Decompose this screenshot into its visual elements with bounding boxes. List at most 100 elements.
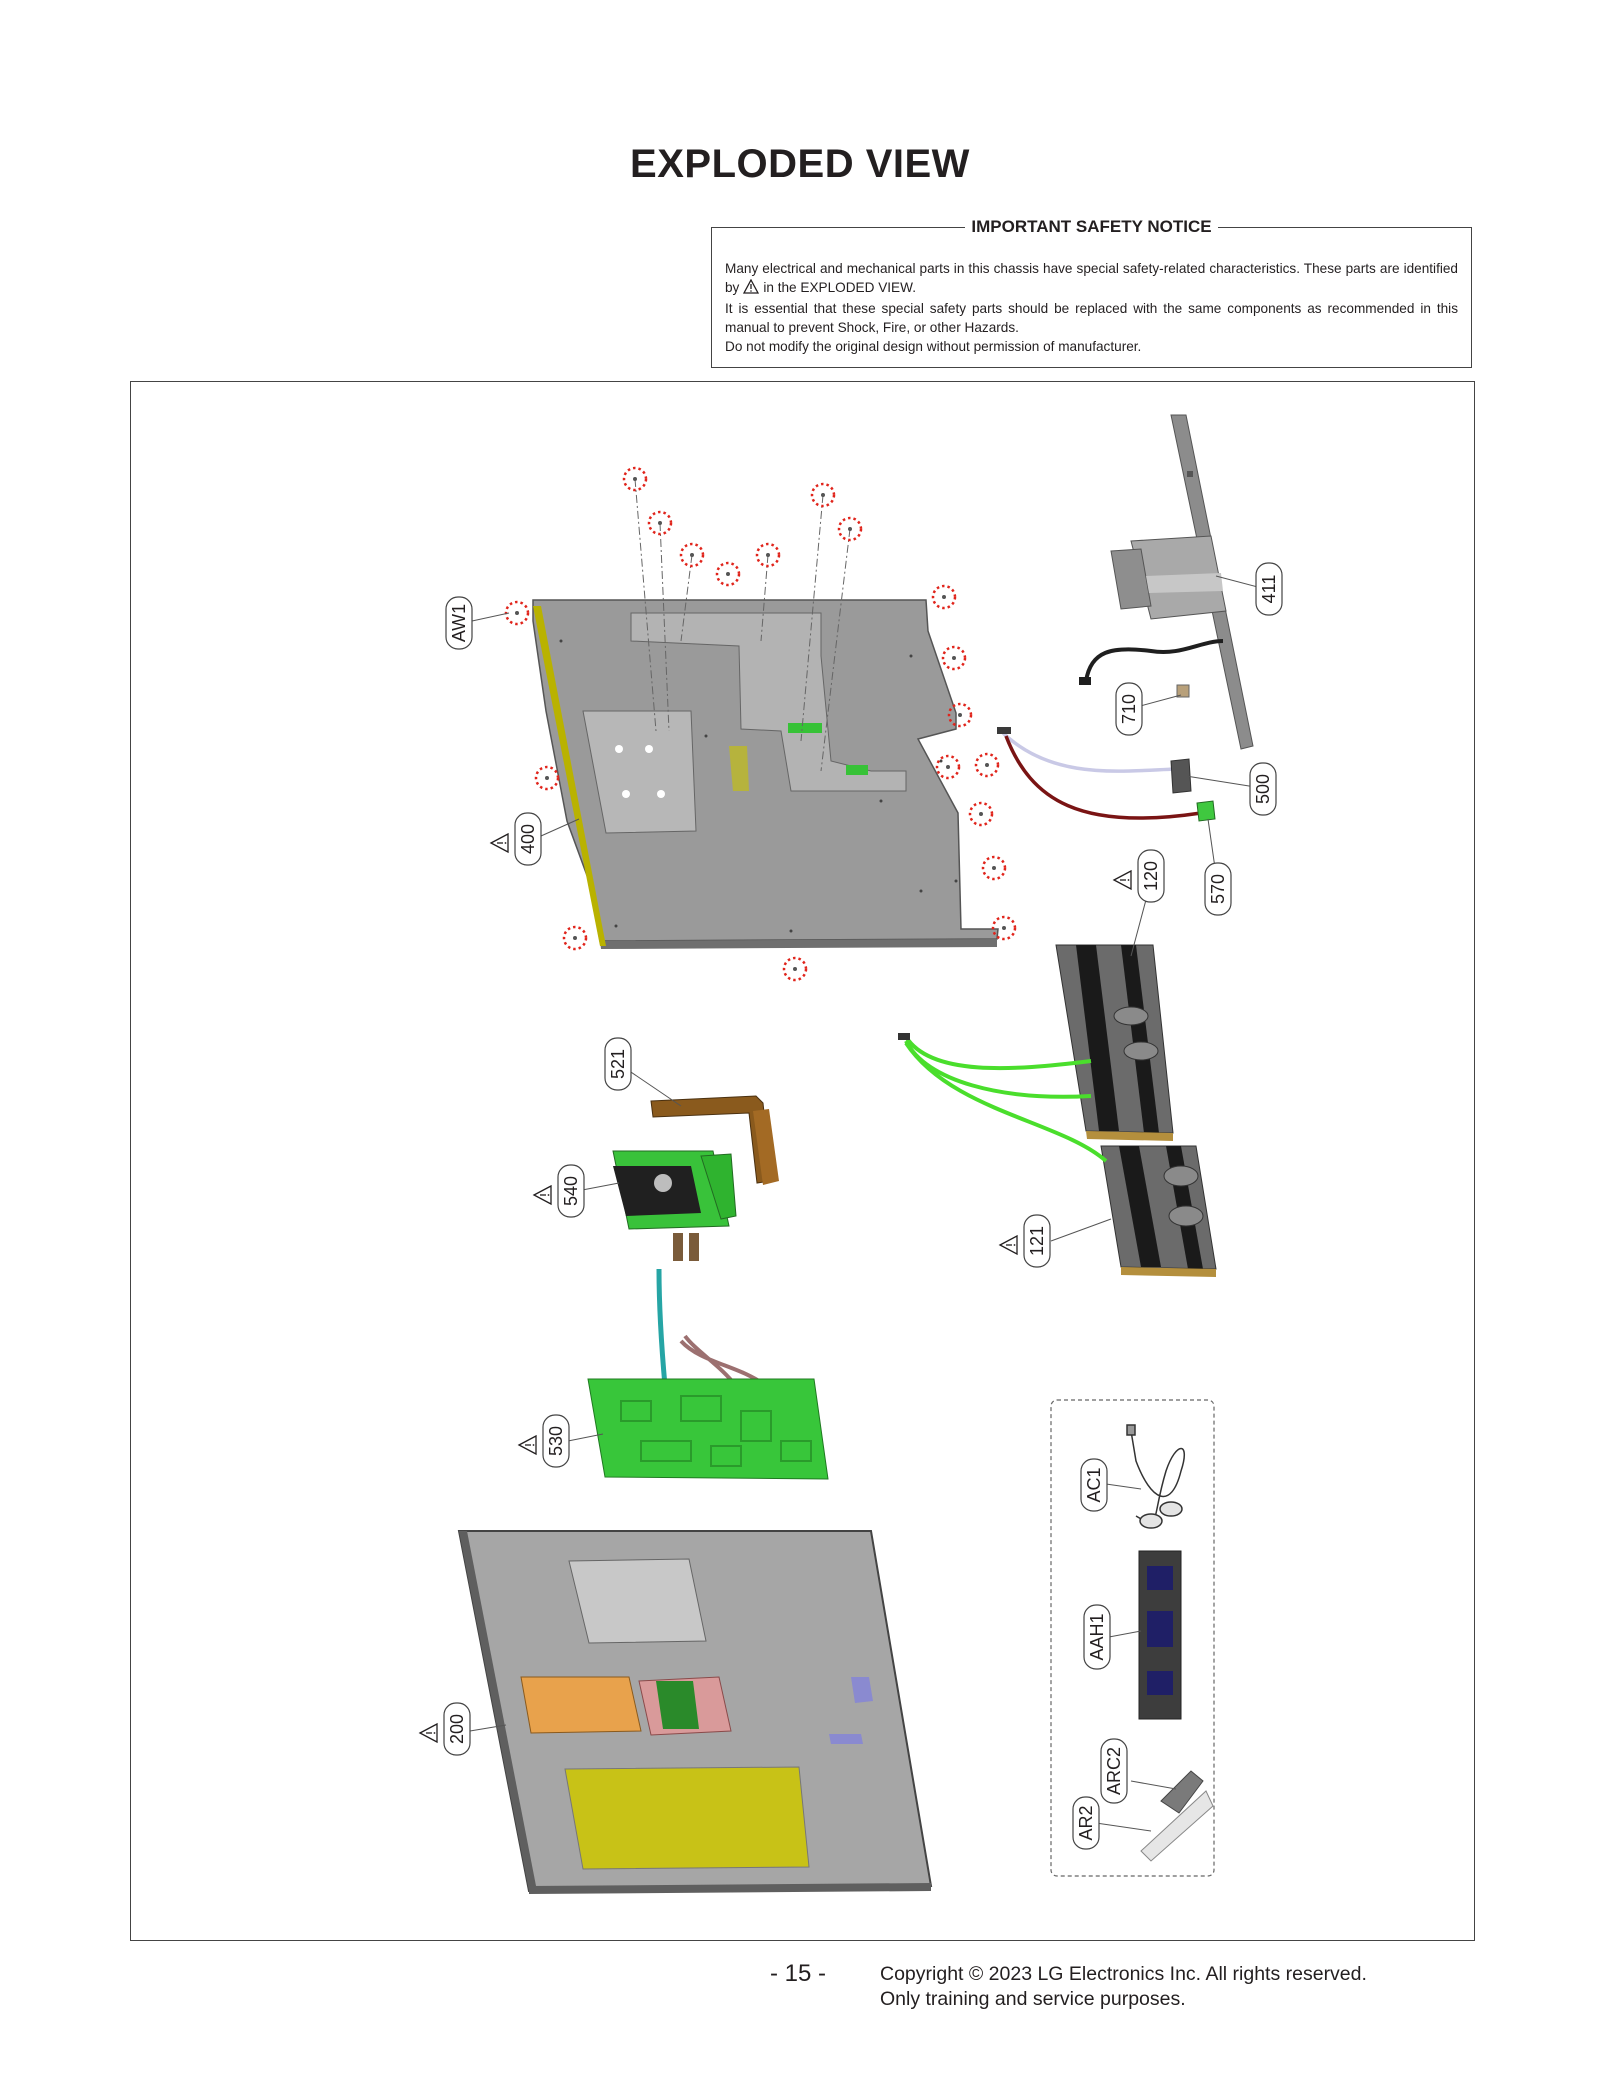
callout-p400: 400 (490, 812, 542, 866)
part-121-power-board (1100, 1145, 1217, 1277)
warning-triangle-icon (743, 278, 760, 299)
part-200-display-module (457, 1530, 933, 1894)
callout-box (542, 1414, 570, 1468)
callout-p411: 411 (1255, 562, 1283, 616)
callout-text-p521: 521 (608, 1049, 628, 1079)
callout-box (557, 1164, 585, 1218)
screw-marker-icon (935, 754, 961, 780)
arc2-ar2-remote (1140, 1770, 1214, 1862)
screw-marker-icon (968, 801, 994, 827)
callout-box (1072, 1796, 1100, 1850)
screw-marker-icon (504, 600, 530, 626)
callout-text-p411: 411 (1259, 575, 1279, 604)
notice-line1-pre: Many electrical and mechanical parts in … (725, 261, 1458, 295)
callout-text-arc2: ARC2 (1104, 1747, 1124, 1795)
screw-markers (504, 466, 1017, 982)
notice-line3: Do not modify the original design withou… (725, 339, 1142, 354)
screw-marker-icon (931, 584, 957, 610)
callout-text-aah1: AAH1 (1087, 1613, 1107, 1660)
callout-p710: 710 (1115, 682, 1143, 736)
callout-p200: 200 (419, 1702, 471, 1756)
callout-text-p540: 540 (561, 1176, 581, 1206)
callout-box (1115, 682, 1143, 736)
callout-p570: 570 (1204, 862, 1232, 916)
screw-marker-icon (622, 466, 648, 492)
screw-marker-icon (782, 956, 808, 982)
callout-text-p500: 500 (1253, 774, 1273, 804)
warning-triangle-icon (419, 1723, 438, 1743)
callout-box (1100, 1738, 1128, 1804)
green-cable (904, 1035, 1108, 1163)
notice-line2: It is essential that these special safet… (725, 301, 1458, 335)
callout-text-ac1: AC1 (1084, 1467, 1104, 1502)
screw-marker-icon (534, 765, 560, 791)
callout-p530: 530 (518, 1414, 570, 1468)
callout-text-p120: 120 (1141, 861, 1161, 891)
teal-cable (656, 1268, 668, 1387)
part-500-570-cable-board (997, 727, 1216, 822)
callout-box (1137, 849, 1165, 903)
callout-text-ar2: AR2 (1076, 1805, 1096, 1840)
part-530-main-board (587, 1378, 829, 1480)
purpose-text: Only training and service purposes. (880, 1988, 1186, 2010)
callout-text-p570: 570 (1208, 874, 1228, 904)
callout-box (445, 596, 473, 650)
callout-box (1255, 562, 1283, 616)
callout-text-aw1: AW1 (449, 604, 469, 642)
safety-notice-box: IMPORTANT SAFETY NOTICE Many electrical … (711, 217, 1472, 368)
callout-arc2: ARC2 (1100, 1738, 1128, 1804)
callout-box (1204, 862, 1232, 916)
callout-box (443, 1702, 471, 1756)
screw-marker-icon (837, 516, 863, 542)
screw-marker-icon (810, 482, 836, 508)
callout-text-p121: 121 (1027, 1226, 1047, 1256)
part-521-bracket (650, 1095, 779, 1185)
callout-text-p200: 200 (447, 1714, 467, 1744)
callout-ar2: AR2 (1072, 1796, 1100, 1850)
part-411-stand-bracket (1110, 414, 1254, 750)
screw-marker-icon (941, 645, 967, 671)
safety-notice-heading: IMPORTANT SAFETY NOTICE (965, 217, 1218, 236)
callout-text-p400: 400 (518, 824, 538, 854)
part-710-cable (1079, 639, 1224, 698)
part-120-power-board (1055, 944, 1174, 1141)
callout-labels: AW1 400 411 710 500 570 120 121 521 540 530 200 AC1A… (419, 562, 1283, 1850)
warning-triangle-icon (518, 1435, 537, 1455)
warning-triangle-icon (533, 1185, 552, 1205)
screw-marker-icon (755, 542, 781, 568)
screw-marker-icon (981, 855, 1007, 881)
warning-triangle-icon (999, 1235, 1018, 1255)
aah1-bracket (1138, 1550, 1182, 1720)
callout-box (1249, 762, 1277, 816)
ac1-power-cord (1126, 1424, 1186, 1529)
screw-marker-icon (562, 925, 588, 951)
callout-text-p530: 530 (546, 1426, 566, 1456)
callout-leader-lines (469, 575, 1274, 1832)
screw-marker-icon (679, 542, 705, 568)
callout-p540: 540 (533, 1164, 585, 1218)
callout-ac1: AC1 (1080, 1458, 1108, 1512)
callout-p500: 500 (1249, 762, 1277, 816)
callout-box (1080, 1458, 1108, 1512)
callout-p121: 121 (999, 1214, 1051, 1268)
notice-line1-post: in the EXPLODED VIEW. (763, 280, 916, 295)
screw-marker-icon (715, 561, 741, 587)
callout-aw1: AW1 (445, 596, 473, 650)
warning-triangle-icon (1113, 870, 1132, 890)
callout-aah1: AAH1 (1083, 1604, 1111, 1670)
callout-box (604, 1037, 632, 1091)
callout-p521: 521 (604, 1037, 632, 1091)
callout-p120: 120 (1113, 849, 1165, 903)
screw-marker-icon (974, 752, 1000, 778)
callout-box (1083, 1604, 1111, 1670)
page-number: - 15 - (770, 1960, 827, 1987)
callout-text-p710: 710 (1119, 694, 1139, 724)
part-400-rear-cover (532, 599, 999, 949)
callout-box (1023, 1214, 1051, 1268)
callout-box (514, 812, 542, 866)
footer-copyright: Copyright © 2023 LG Electronics Inc. All… (880, 1962, 1367, 2012)
copyright-text: Copyright © 2023 LG Electronics Inc. All… (880, 1963, 1367, 1985)
warning-triangle-icon (490, 833, 509, 853)
accessory-box (1050, 1399, 1215, 1877)
